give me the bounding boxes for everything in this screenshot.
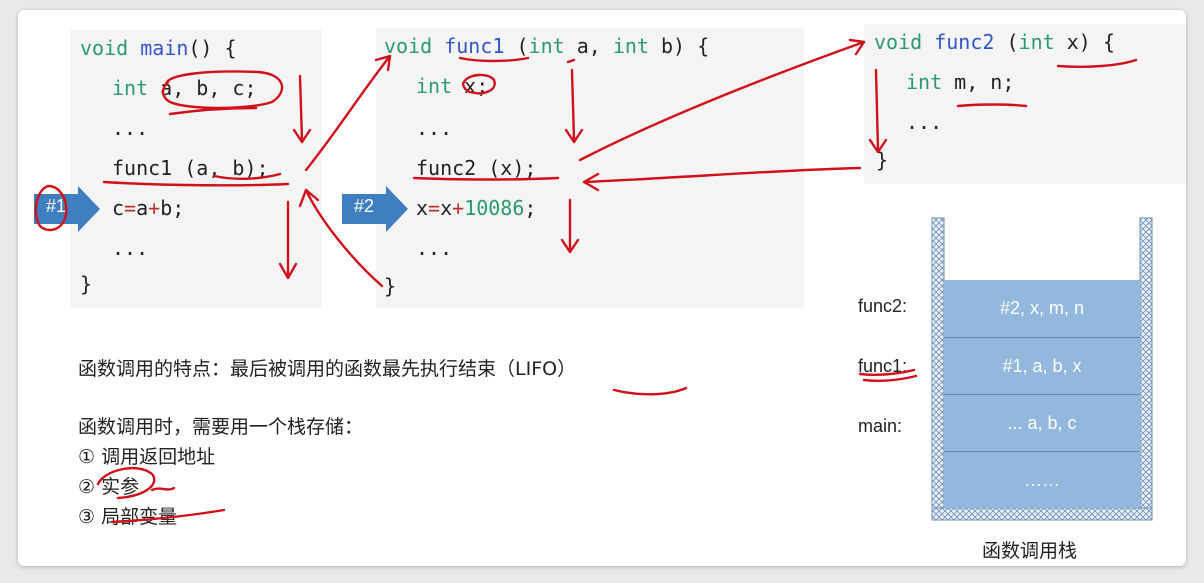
keyword: void bbox=[874, 30, 923, 54]
code-line: int m, n; bbox=[906, 68, 1014, 96]
code-text: m, n; bbox=[942, 70, 1015, 94]
func1-code-block: void func1 (int a, int b) { int x; ... f… bbox=[376, 28, 804, 308]
code-text: x bbox=[440, 196, 453, 220]
operator: = bbox=[124, 196, 137, 220]
code-brace: } bbox=[384, 274, 397, 298]
code-text: b) { bbox=[648, 34, 710, 58]
keyword: int bbox=[112, 76, 149, 100]
code-text: a, bbox=[564, 34, 613, 58]
code-ellipsis: ... bbox=[906, 110, 943, 134]
stack-frame-bottom: …… bbox=[944, 452, 1140, 508]
code-text: c bbox=[112, 196, 125, 220]
function-name: func2 bbox=[934, 30, 995, 54]
marker-label-2: #2 bbox=[354, 196, 375, 216]
function-name: main bbox=[140, 36, 189, 60]
code-text: (x); bbox=[476, 156, 537, 180]
function-call: func2 bbox=[416, 156, 477, 180]
code-ellipsis: ... bbox=[416, 116, 453, 140]
code-text: x) { bbox=[1054, 30, 1115, 54]
code-line: x=x+10086; bbox=[416, 194, 536, 222]
storage-item-locals: ③ 局部变量 bbox=[78, 506, 178, 528]
code-text: a, b, c; bbox=[148, 76, 257, 100]
marker-arrow-1 bbox=[34, 186, 100, 232]
code-text: (a, b); bbox=[172, 156, 269, 180]
keyword: int bbox=[416, 74, 453, 98]
slide: void main() { int a, b, c; ... func1 (a,… bbox=[18, 10, 1186, 566]
code-text: a bbox=[136, 196, 149, 220]
number-literal: 10086 bbox=[464, 196, 525, 220]
code-text: () { bbox=[188, 36, 237, 60]
storage-item-return-address: ① 调用返回地址 bbox=[78, 446, 216, 468]
stack-label-main: main: bbox=[858, 416, 903, 436]
code-line: func1 (a, b); bbox=[112, 154, 269, 182]
code-line: void func1 (int a, int b) { bbox=[384, 32, 709, 60]
code-line: c=a+b; bbox=[112, 194, 184, 222]
code-line: int a, b, c; bbox=[112, 74, 257, 102]
keyword: int bbox=[528, 34, 565, 58]
keyword: void bbox=[80, 36, 129, 60]
storage-intro: 函数调用时，需要用一个栈存储： bbox=[78, 416, 364, 438]
code-text: b; bbox=[160, 196, 185, 220]
stack-caption: 函数调用栈 bbox=[982, 540, 1078, 562]
code-line: func2 (x); bbox=[416, 154, 536, 182]
code-text: ; bbox=[524, 196, 537, 220]
stack-frame-func2: #2, x, m, n bbox=[944, 280, 1140, 338]
code-brace: } bbox=[80, 272, 93, 296]
stack-label-func2: func2: bbox=[858, 296, 908, 316]
func2-code-block: void func2 (int x) { int m, n; ... } bbox=[864, 24, 1186, 184]
code-ellipsis: ... bbox=[112, 116, 149, 140]
operator: + bbox=[452, 196, 465, 220]
function-name: func1 bbox=[444, 34, 505, 58]
squiggle-arguments bbox=[150, 486, 176, 492]
code-brace: } bbox=[876, 148, 889, 172]
marker-label-1: #1 bbox=[46, 196, 67, 216]
keyword: int bbox=[906, 70, 943, 94]
code-text: x bbox=[416, 196, 429, 220]
main-code-block: void main() { int a, b, c; ... func1 (a,… bbox=[70, 30, 322, 308]
code-line: void func2 (int x) { bbox=[874, 28, 1115, 56]
code-line: void main() { bbox=[80, 34, 237, 62]
code-text: x; bbox=[452, 74, 489, 98]
keyword: int bbox=[1018, 30, 1055, 54]
lifo-note: 函数调用的特点：最后被调用的函数最先执行结束（LIFO） bbox=[78, 358, 577, 380]
marker-arrow-2 bbox=[342, 186, 408, 232]
code-ellipsis: ... bbox=[416, 236, 453, 260]
operator: + bbox=[148, 196, 161, 220]
code-text: ( bbox=[504, 34, 529, 58]
operator: = bbox=[428, 196, 441, 220]
code-ellipsis: ... bbox=[112, 236, 149, 260]
stack-frame-func1: #1, a, b, x bbox=[944, 338, 1140, 395]
function-call: func1 bbox=[112, 156, 173, 180]
stack-frame-main: ... a, b, c bbox=[944, 395, 1140, 452]
underline-lifo bbox=[612, 386, 688, 396]
keyword: int bbox=[612, 34, 649, 58]
stack-label-func1: func1: bbox=[858, 356, 908, 376]
keyword: void bbox=[384, 34, 433, 58]
storage-item-arguments: ② 实参 bbox=[78, 476, 140, 498]
code-text: ( bbox=[994, 30, 1019, 54]
code-line: int x; bbox=[416, 72, 488, 100]
